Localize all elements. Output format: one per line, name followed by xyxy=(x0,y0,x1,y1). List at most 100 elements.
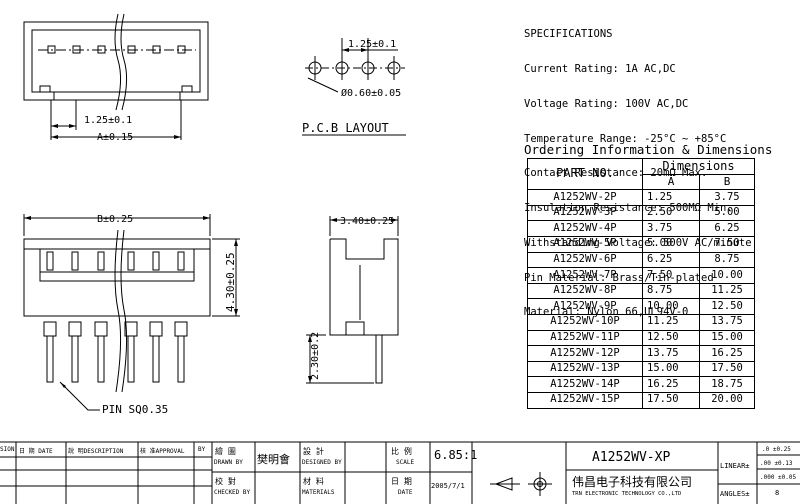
drawn-by-name: 樊明會 xyxy=(257,453,290,466)
top-view-pins xyxy=(47,45,186,54)
dim-a-cell: 8.75 xyxy=(642,282,700,300)
part-number-cell: A1252WV-13P xyxy=(527,360,643,378)
dim-a-cell: 3.75 xyxy=(642,220,700,237)
part-number-cell: A1252WV-7P xyxy=(527,267,643,284)
dim-b-cell: 8.75 xyxy=(699,251,755,269)
dim-b-cell: 7.50 xyxy=(699,235,755,253)
projection-symbol-icon xyxy=(490,472,552,496)
rev-header: SION xyxy=(0,446,15,453)
dim-a-cell: 11.25 xyxy=(642,313,700,331)
b-dimension-label: B±0.25 xyxy=(97,214,133,225)
company-name-zh: 伟昌电子科技有限公司 xyxy=(572,475,693,489)
side-view xyxy=(306,216,399,384)
dim-a-cell: 6.25 xyxy=(642,251,700,269)
dim-a-cell: 16.25 xyxy=(642,376,700,393)
angles-tolerance-label: ANGLES± xyxy=(720,490,750,498)
dim-a-cell: 7.50 xyxy=(642,267,700,284)
part-number-cell: A1252WV-10P xyxy=(527,313,643,331)
part-number-cell: A1252WV-4P xyxy=(527,220,643,237)
dim-b-header: B xyxy=(699,173,755,191)
material-label-zh: 材 料 xyxy=(303,477,324,486)
dim-a-cell: 5.00 xyxy=(642,235,700,253)
dimensions-header: Dimensions xyxy=(642,158,755,175)
dim-a-cell: 1.25 xyxy=(642,189,700,206)
part-number-cell: A1252WV-11P xyxy=(527,329,643,347)
linear-tolerance-label: LINEAR± xyxy=(720,462,750,470)
part-number-cell: A1252WV-5P xyxy=(527,235,643,253)
dim-b-cell: 12.50 xyxy=(699,298,755,315)
drawn-label-en: DRAWN BY xyxy=(214,459,243,466)
dim-b-cell: 11.25 xyxy=(699,282,755,300)
part-no-header: PART NO. xyxy=(527,157,643,191)
dim-b-cell: 10.00 xyxy=(699,267,755,284)
dim-b-cell: 17.50 xyxy=(699,360,755,378)
tolerance-value: .0 ±0.25 xyxy=(762,446,791,453)
date-value: 2005/7/1 xyxy=(431,482,465,490)
a-dimension-label: A±0.15 xyxy=(97,132,133,143)
width-dimension-label: 3.40±0.25 xyxy=(340,216,394,227)
company-name-en: TRN ELECTRONIC TECHNOLOGY CO.,LTD xyxy=(572,491,682,497)
pcb-layout xyxy=(302,38,406,136)
top-view xyxy=(23,13,209,140)
part-number-cell: A1252WV-14P xyxy=(527,376,643,393)
dim-a-cell: 13.75 xyxy=(642,345,700,362)
part-number-cell: A1252WV-15P xyxy=(527,391,643,409)
dim-b-cell: 3.75 xyxy=(699,189,755,206)
checked-label-zh: 校 對 xyxy=(215,477,236,486)
hole-diameter-label: Ø0.60±0.05 xyxy=(341,87,401,99)
front-view xyxy=(23,214,240,411)
material-label-en: MATERIALS xyxy=(302,489,335,496)
specifications-title: SPECIFICATIONS xyxy=(524,28,613,41)
spec-line: Temperature Range: -25°C ~ +85°C xyxy=(524,132,727,145)
date-label-en: DATE xyxy=(398,489,413,496)
part-number-cell: A1252WV-9P xyxy=(527,298,643,315)
by-header: BY xyxy=(198,446,206,453)
part-name: A1252WV-XP xyxy=(592,450,671,465)
dim-b-cell: 5.00 xyxy=(699,204,755,222)
ordering-title: Ordering Information & Dimensions xyxy=(524,142,773,157)
drawn-label-zh: 繪 圖 xyxy=(215,447,236,456)
part-number-cell: A1252WV-6P xyxy=(527,251,643,269)
designed-label-en: DESIGNED BY xyxy=(302,459,342,466)
dim-b-cell: 15.00 xyxy=(699,329,755,347)
dim-a-cell: 2.50 xyxy=(642,204,700,222)
dim-b-cell: 16.25 xyxy=(699,345,755,362)
scale-label-zh: 比 例 xyxy=(391,447,412,456)
dim-b-cell: 13.75 xyxy=(699,313,755,331)
pitch-top-label: 1.25±0.1 xyxy=(84,115,132,126)
tolerance-value: 8 xyxy=(775,489,780,497)
designed-label-zh: 設 計 xyxy=(303,447,324,456)
height-dimension-label: 4.30±0.25 xyxy=(224,252,237,312)
pin-spec-label: PIN SQ0.35 xyxy=(102,403,168,416)
scale-label-en: SCALE xyxy=(396,459,415,466)
tolerance-value: .00 ±0.13 xyxy=(760,460,793,467)
dim-b-cell: 18.75 xyxy=(699,376,755,393)
pin-length-label: 2.30±0.2 xyxy=(310,332,321,380)
tolerance-value: .000 ±0.05 xyxy=(760,474,797,481)
date-label-zh: 日 期 xyxy=(391,477,412,486)
checked-label-en: CHECKED BY xyxy=(214,489,251,496)
pcb-layout-title: P.C.B LAYOUT xyxy=(302,121,389,135)
dim-a-cell: 12.50 xyxy=(642,329,700,347)
scale-value: 6.85:1 xyxy=(434,448,478,462)
pcb-pitch-label: 1.25±0.1 xyxy=(348,39,396,50)
part-number-cell: A1252WV-8P xyxy=(527,282,643,300)
dim-a-cell: 17.50 xyxy=(642,391,700,409)
dim-b-cell: 6.25 xyxy=(699,220,755,237)
dim-b-cell: 20.00 xyxy=(699,391,755,409)
